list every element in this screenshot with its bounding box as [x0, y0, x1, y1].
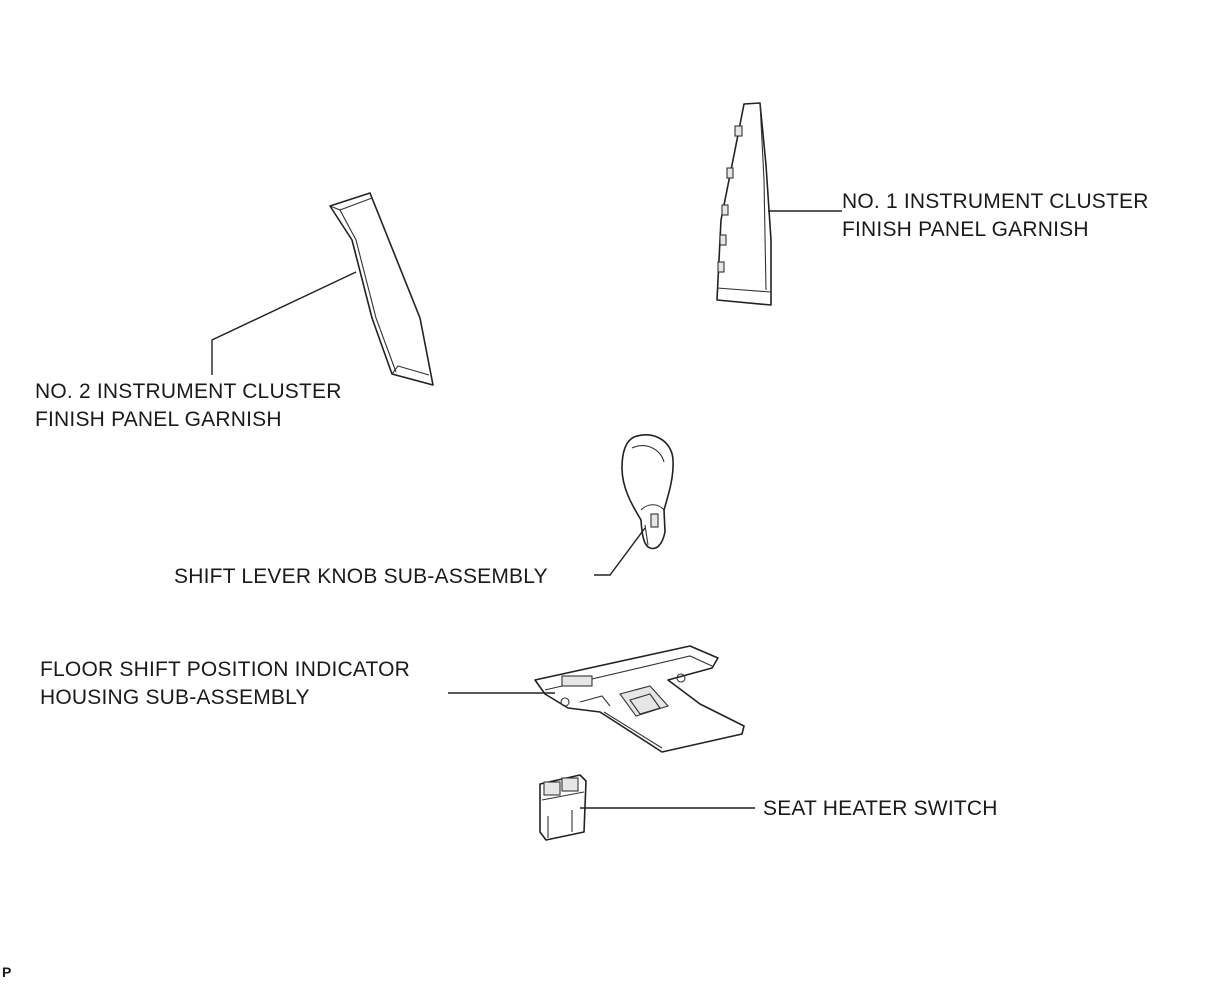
- no2-garnish-leader: [211, 271, 357, 375]
- no2-garnish-part: [329, 192, 434, 386]
- shift-knob-label: SHIFT LEVER KNOB SUB-ASSEMBLY: [174, 565, 548, 588]
- no2-garnish-label-line2: FINISH PANEL GARNISH: [35, 408, 282, 431]
- indicator-housing-label-line2: HOUSING SUB-ASSEMBLY: [40, 686, 310, 709]
- seat-heater-label: SEAT HEATER SWITCH: [763, 797, 998, 820]
- no1-garnish-label: NO. 1 INSTRUMENT CLUSTER FINISH PANEL GA…: [842, 188, 1149, 244]
- no1-garnish-label-line2: FINISH PANEL GARNISH: [842, 218, 1089, 241]
- no2-garnish-label: NO. 2 INSTRUMENT CLUSTER FINISH PANEL GA…: [35, 378, 342, 434]
- no1-garnish-label-line1: NO. 1 INSTRUMENT CLUSTER: [842, 190, 1149, 213]
- indicator-housing-label-line1: FLOOR SHIFT POSITION INDICATOR: [40, 658, 411, 681]
- shift-knob-leader: [594, 527, 646, 576]
- corner-mark: P: [2, 964, 12, 980]
- no2-garnish-label-line1: NO. 2 INSTRUMENT CLUSTER: [35, 380, 342, 403]
- indicator-housing-label: FLOOR SHIFT POSITION INDICATOR HOUSING S…: [40, 656, 410, 712]
- shift-knob-part: [621, 434, 674, 550]
- no1-garnish-part: [716, 102, 772, 306]
- seat-heater-switch-part: [539, 774, 587, 841]
- indicator-housing-part: [534, 645, 745, 753]
